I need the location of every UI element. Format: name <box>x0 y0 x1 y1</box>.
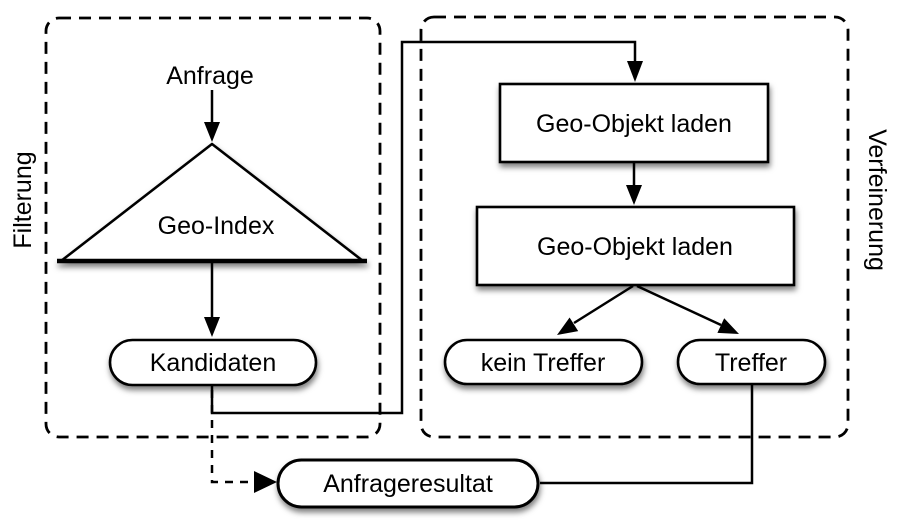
edge-laden1-laden2 <box>626 162 642 205</box>
laden2-box <box>475 205 796 287</box>
geo-index-triangle <box>57 142 367 264</box>
filterung-group-box <box>44 16 382 439</box>
treffer-label: Treffer <box>715 349 787 377</box>
edge-treffer-anfrageresultat <box>540 384 754 485</box>
anfrage-label: Anfrage <box>166 62 254 90</box>
kandidaten-label: Kandidaten <box>150 349 277 377</box>
verfeinerung-group-box <box>419 15 850 439</box>
kandidaten-pill <box>108 338 318 387</box>
kein-treffer-pill <box>443 338 644 386</box>
treffer-pill <box>676 338 827 386</box>
anfrageresultat-label: Anfrageresultat <box>323 470 493 498</box>
edge-geo-index-kandidaten <box>204 263 220 337</box>
edge-kandidaten-anfrageresultat <box>210 390 277 493</box>
kein-treffer-label: kein Treffer <box>481 349 606 377</box>
laden1-box <box>498 82 770 164</box>
edge-laden2-kein-treffer <box>557 284 634 335</box>
anfrageresultat-pill <box>276 458 540 509</box>
edge-laden2-treffer <box>636 284 739 334</box>
laden2-label: Geo-Objekt laden <box>537 233 733 261</box>
laden1-label: Geo-Objekt laden <box>536 110 732 138</box>
edge-kandidaten-laden1 <box>210 40 643 415</box>
filterung-group-label: Filterung <box>9 151 37 248</box>
geo-index-label: Geo-Index <box>158 212 275 240</box>
edge-anfrage-geo-index <box>204 90 220 142</box>
verfeinerung-group-label: Verfeinerung <box>863 129 891 271</box>
